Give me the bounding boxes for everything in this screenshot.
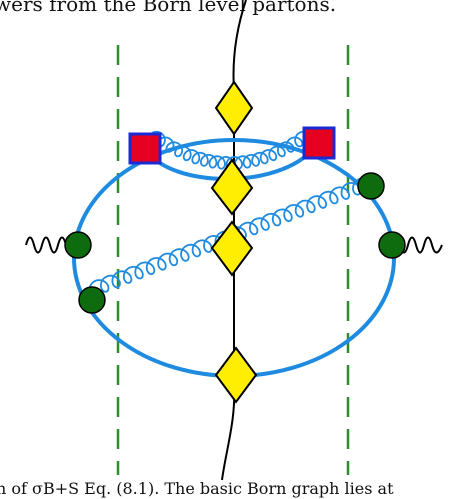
top-caption: wers from the Born level partons. <box>0 0 337 16</box>
diamond-vertex-2 <box>210 158 254 216</box>
gluon-vertex-right <box>357 172 385 200</box>
square-vertex-right <box>302 126 336 160</box>
bottom-caption: n of σB+S Eq. (8.1). The basic Born grap… <box>0 479 394 498</box>
diamond-vertex-1 <box>214 80 254 136</box>
diamond-vertex-4 <box>214 346 258 404</box>
external-vertex-left <box>64 231 92 259</box>
square-vertex-left <box>128 132 162 165</box>
external-vertex-right <box>378 231 406 259</box>
gluon-vertex-left <box>78 286 106 314</box>
diamond-vertex-3 <box>210 220 254 277</box>
